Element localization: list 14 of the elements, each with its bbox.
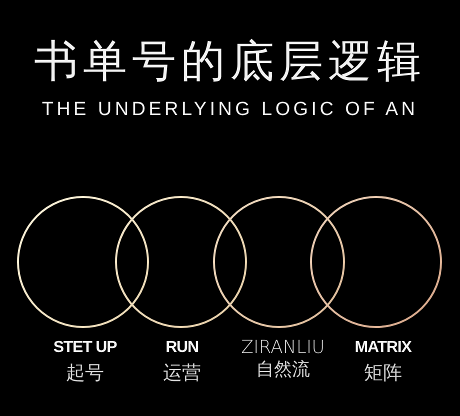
caption-sublabel: 起号 bbox=[66, 362, 104, 384]
ring-circle bbox=[310, 196, 442, 328]
caption-label: MATRIX bbox=[354, 338, 412, 358]
ring-circle bbox=[213, 196, 345, 328]
caption-sublabel: 矩阵 bbox=[364, 362, 402, 384]
ring-circle bbox=[115, 196, 247, 328]
subtitle: THE UNDERLYING LOGIC OF AN bbox=[42, 98, 418, 122]
title: 书单号的底层逻辑 bbox=[34, 36, 426, 88]
caption-label: STET UP bbox=[53, 338, 117, 358]
caption-sublabel: 自然流 bbox=[256, 360, 310, 380]
caption-sublabel: 运营 bbox=[163, 362, 201, 384]
ring-circle bbox=[17, 196, 149, 328]
caption-label: ZIRANLIU bbox=[241, 336, 325, 360]
caption-label: RUN bbox=[166, 338, 198, 358]
